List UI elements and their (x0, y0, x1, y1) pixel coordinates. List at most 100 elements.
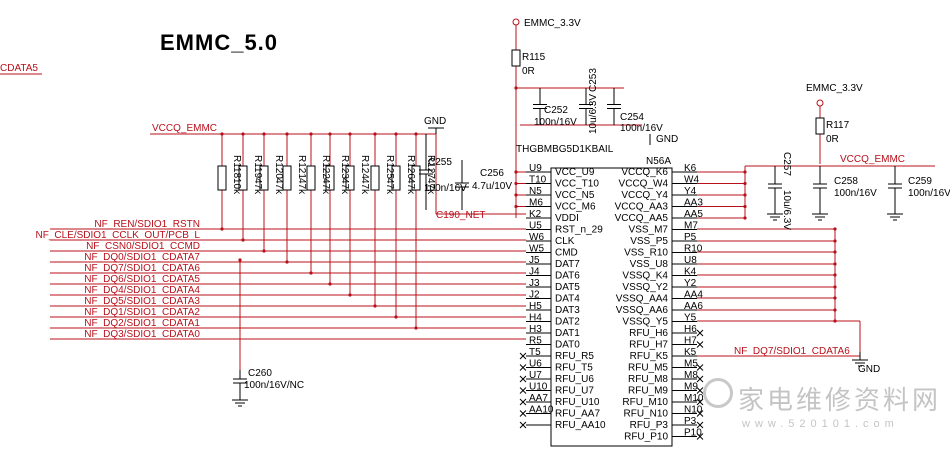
junction (262, 249, 266, 253)
junction (514, 204, 518, 209)
chip-right-pin-num: N10 (684, 405, 703, 416)
left-net-label: NF_DQ0/SDIO1_CDATA7 (84, 252, 200, 263)
chip-left-pin-name: VCC_T10 (555, 179, 599, 190)
right-net-label: NF_DQ7/SDIO1_CDATA6 (734, 346, 850, 357)
c252-ref: C252 (544, 105, 568, 116)
junction (285, 260, 289, 264)
chip-left-pin-name: VCC_U9 (555, 167, 595, 178)
pullup-8-body (391, 165, 401, 191)
power-port (512, 18, 520, 26)
chip-left-pin-name: RFU_AA7 (555, 409, 600, 420)
nc-x (696, 410, 704, 417)
chip-right-pin-name: RFU_M8 (628, 374, 668, 385)
pullup-ref: R126 (405, 155, 416, 179)
chip-left-pin-num: N5 (529, 186, 542, 197)
power-port-2 (816, 99, 824, 107)
chip-left-pin-name: DAT5 (555, 282, 580, 293)
chip-left-pin-num: T10 (529, 175, 547, 186)
nc-x (519, 410, 527, 417)
junction (241, 238, 245, 242)
c256-ref: C256 (480, 168, 504, 179)
chip-left-pin-name: VCC_M6 (555, 202, 596, 213)
chip-left-pin-num: W5 (529, 244, 544, 255)
pullup-2-body (259, 165, 269, 191)
pullup-ref: R125 (384, 155, 395, 179)
chip-left-pin-num: U9 (529, 163, 542, 174)
chip-left-pin-name: DAT6 (555, 271, 580, 282)
pullup-val: 47k (296, 178, 307, 195)
chip-right-pin-name: RFU_M9 (628, 386, 668, 397)
c190-net: C190_NET (436, 210, 485, 221)
chip-right-pin-num: M9 (684, 382, 698, 393)
chip-right-pin-num: Y5 (684, 313, 697, 324)
junction (514, 193, 518, 197)
chip-left-pin-num: H4 (529, 313, 542, 324)
pullup-1-body (238, 165, 248, 191)
chip-left-pin-name: VCC_N5 (555, 190, 595, 201)
chip-body (550, 167, 673, 447)
chip-left-pin-name: DAT3 (555, 305, 580, 316)
chip-left-pin-name: DAT0 (555, 340, 580, 351)
nc-x (696, 375, 704, 383)
chip-right-pin-num: AA6 (684, 301, 703, 312)
chip-left-pin-num: M6 (529, 198, 543, 209)
power-label-2: EMMC_3.3V (806, 83, 863, 94)
chip-left-pin-num: J2 (529, 290, 540, 301)
pullup-val: 47k (405, 178, 416, 195)
chip-left-pin-name: RFU_U6 (555, 374, 594, 385)
nc-x (696, 398, 704, 406)
pullup-ref: R124 (359, 155, 370, 179)
pullup-9-body (411, 165, 421, 191)
chip-left-pin-num: U5 (529, 221, 542, 232)
chip-right-pin-name: RFU_P10 (624, 432, 668, 443)
c253-val: 10u/6.3V (588, 94, 599, 134)
labels: THGBMBG5D1KBAILN56AVCC_U9U9VCC_T10T10VCC… (0, 18, 950, 443)
chip-left-pin-name: RFU_R5 (555, 351, 594, 362)
chip-left-pin-num: J5 (529, 255, 540, 266)
chip-right-pin-num: H7 (684, 336, 697, 347)
chip-left-pin-name: RFU_T5 (555, 363, 593, 374)
chip-left-pin-name: RFU_U10 (555, 397, 600, 408)
chip-right-pin-name: VSSQ_AA4 (616, 294, 669, 305)
c256-val: 4.7u/10V (472, 181, 512, 192)
chip-right-pin-num: K6 (684, 163, 697, 174)
junction (514, 181, 518, 186)
pullup-ref: R122 (320, 155, 331, 179)
pullup-val: 47k (425, 178, 436, 195)
chip-right-pin-name: VSS_P5 (630, 236, 668, 247)
pullup-3-body (282, 165, 292, 191)
gnd-right-label: GND (858, 364, 880, 375)
nc-x (519, 387, 527, 394)
chip-right-pin-num: K5 (684, 347, 697, 358)
chip-left-pin-num: H3 (529, 324, 542, 335)
chip-right-pin-name: VCCQ_Y4 (621, 190, 668, 201)
r115-ref: R115 (522, 52, 546, 63)
nc-x (696, 341, 704, 348)
pullup-val: 47k (384, 178, 395, 195)
chip-right-pin-num: R10 (684, 244, 703, 255)
nc-x (696, 329, 704, 337)
c255-val: 100n/16V (424, 183, 467, 194)
chip-right-pin-name: VSSQ_Y2 (622, 282, 668, 293)
junction (514, 86, 518, 90)
left-net-label: NF_DQ5/SDIO1_CDATA3 (84, 296, 200, 307)
chip-left-pin-name: DAT1 (555, 328, 580, 339)
chip-left-pin-num: U10 (529, 382, 548, 393)
r117-ref: R117 (826, 120, 850, 131)
nc-x (696, 421, 704, 429)
pullup-4-body (306, 165, 316, 191)
chip-left-pin-num: J4 (529, 267, 540, 278)
chip-right-pin-num: H6 (684, 324, 697, 335)
chip-left-pin-name: VDDI (555, 213, 579, 224)
chip-right-pin-num: W4 (684, 175, 699, 186)
pullup-0-body (217, 165, 227, 191)
pullup-val: 10k (231, 178, 242, 195)
nc-x (519, 352, 527, 360)
chip-right-pin-num: K4 (684, 267, 697, 278)
junction (220, 227, 224, 231)
top-left-net: CDATA5 (0, 63, 38, 74)
c252-val: 100n/16V (534, 117, 577, 128)
left-net-label: NF_CSN0/SDIO1_CCMD (86, 241, 200, 252)
chip-right-pin-num: Y2 (684, 278, 697, 289)
chip-right-pin-num: AA3 (684, 198, 703, 209)
